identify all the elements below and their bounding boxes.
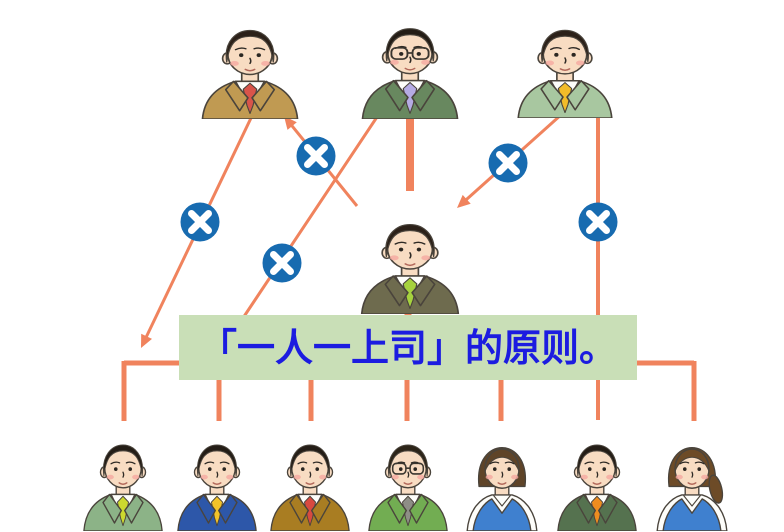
supervisor1-to-team-arrow-head	[141, 333, 152, 348]
prohibition-x-glyph	[188, 210, 212, 234]
prohibition-x-glyph	[496, 151, 520, 175]
prohibition-x-glyph	[586, 210, 610, 234]
principle-banner-text: 「一人一上司」的原则。	[198, 325, 617, 370]
prohibition-x-glyph	[304, 144, 328, 168]
principle-banner: 「一人一上司」的原则。	[179, 315, 637, 380]
prohibition-x-glyph	[270, 251, 294, 275]
supervisor2-to-team-line	[241, 116, 379, 319]
